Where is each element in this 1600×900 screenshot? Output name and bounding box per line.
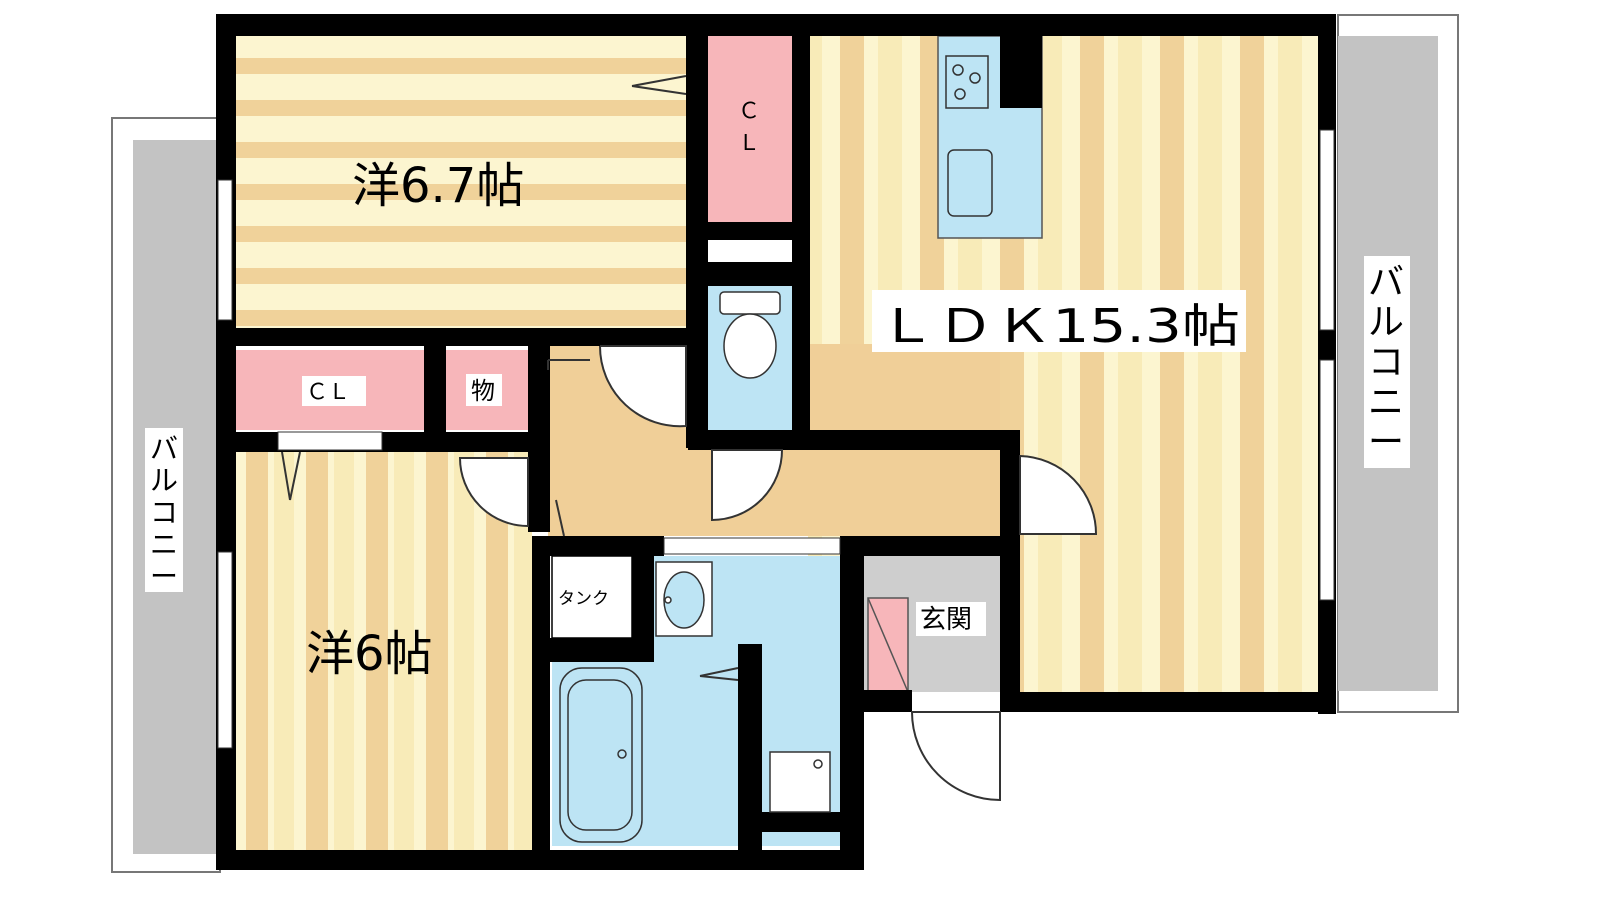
closet-a-label-l: Ｌ <box>738 131 760 156</box>
closet-b-label: ＣＬ <box>306 380 350 405</box>
toilet-icon <box>719 291 781 379</box>
entrance-label-bg <box>916 602 986 636</box>
closet-a <box>708 36 792 222</box>
door-swings <box>281 75 1098 802</box>
svg-text:ニ: ニ <box>1368 382 1404 423</box>
closet-a-label-c: Ｃ <box>738 99 760 124</box>
svg-text:バ: バ <box>1368 262 1404 303</box>
bedroom-a-floor <box>236 36 688 328</box>
bedroom-b-floor <box>236 452 532 850</box>
windows <box>217 129 1335 749</box>
ldk-label: ＬＤＫ15.3帖 <box>878 299 1240 353</box>
bathtub-icon <box>559 667 643 843</box>
storage-label: 物 <box>471 377 495 405</box>
svg-text:ー: ー <box>150 560 178 593</box>
balcony-right-label: バ ル コ ニ ー <box>1364 256 1410 468</box>
bathroom <box>552 662 738 846</box>
svg-text:ニ: ニ <box>150 528 178 561</box>
balcony-left <box>111 117 221 873</box>
closet-b-label-bg <box>302 376 366 406</box>
washbasin-icon <box>655 561 713 637</box>
ldk-label-bg <box>872 290 1246 352</box>
entrance-label: 玄関 <box>920 605 972 635</box>
svg-text:コ: コ <box>1368 342 1404 383</box>
bedroom-a-label: 洋6.7帖 <box>352 158 524 214</box>
svg-text:ル: ル <box>150 464 178 497</box>
storage-label-bg <box>466 374 502 406</box>
cooktop-icon <box>945 55 989 109</box>
kitchen-sink-icon <box>947 149 993 217</box>
tank-label: タンク <box>558 589 609 609</box>
svg-text:ル: ル <box>1368 302 1404 343</box>
balcony-left-label: バ ル コ ニ ー <box>145 428 183 593</box>
svg-text:コ: コ <box>150 496 178 529</box>
svg-text:バ: バ <box>150 432 178 465</box>
bedroom-b-label: 洋6帖 <box>306 626 433 682</box>
washing-machine-icon <box>769 751 831 813</box>
svg-text:ー: ー <box>1368 422 1404 463</box>
